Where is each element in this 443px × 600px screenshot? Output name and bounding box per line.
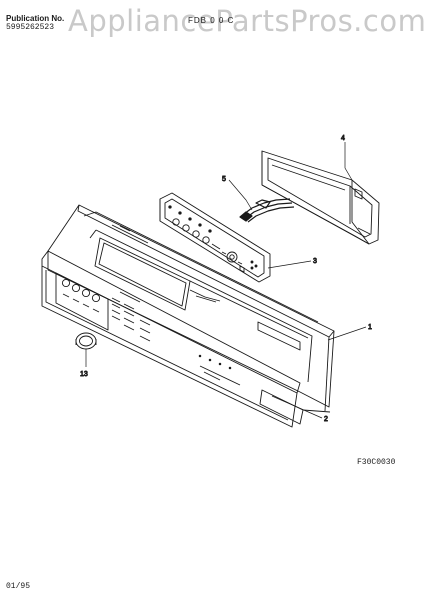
part-13-knob	[75, 332, 97, 350]
callout-13: 13	[80, 371, 88, 378]
callout-4: 4	[341, 135, 345, 142]
callout-2: 2	[324, 416, 328, 423]
callout-5: 5	[222, 176, 226, 183]
part-1-console-panel	[47, 204, 335, 412]
callout-1: 1	[368, 324, 372, 331]
front-fascia	[41, 250, 301, 428]
watermark: AppliancePartsPros.com	[68, 4, 427, 38]
callout-3: 3	[313, 258, 317, 265]
figure-code: F30C0030	[357, 458, 396, 467]
model-number: FDB 0 0 C	[188, 16, 235, 25]
part-4-housing	[261, 150, 380, 245]
publication-date: 01/95	[6, 582, 31, 591]
leader-lines	[85, 142, 367, 419]
publication-label: Publication No.	[6, 14, 65, 23]
publication-number: 5995262523	[6, 23, 55, 32]
part-3-control-board	[159, 192, 271, 283]
part-5-wire-harness	[239, 198, 295, 223]
